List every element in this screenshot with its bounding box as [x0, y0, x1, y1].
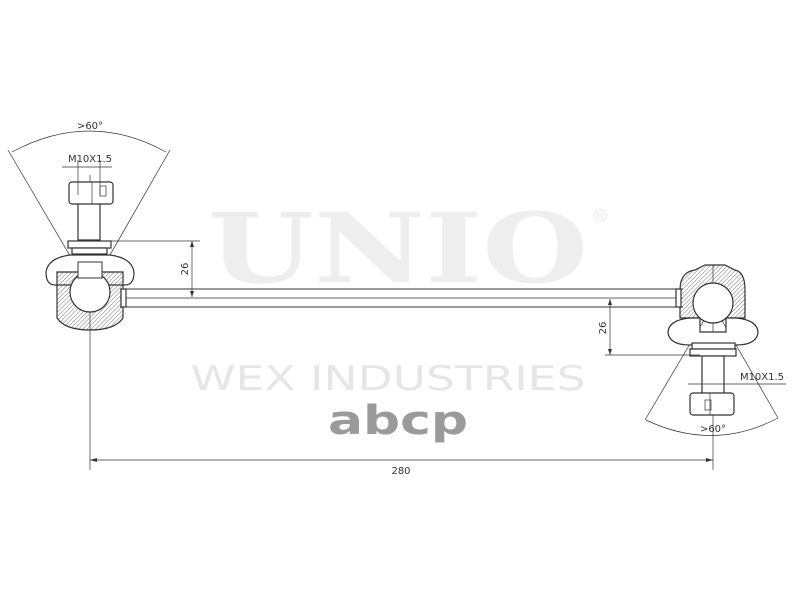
right-height-dim: 26 — [598, 322, 609, 335]
right-thread-label: M10X1.5 — [740, 372, 784, 383]
watermark: UNIO ® WEX INDUSTRIES abcp — [191, 192, 610, 444]
right-ball-joint: M10X1.5 >60° 26 — [598, 264, 786, 470]
overall-length-label: 280 — [391, 466, 410, 477]
left-thread-label: M10X1.5 — [68, 154, 112, 165]
watermark-site-logo: abcp — [328, 398, 468, 444]
left-height-dim: 26 — [180, 263, 191, 276]
left-ball-joint: M10X1.5 >60° 26 — [7, 121, 200, 470]
left-angle-label: >60° — [77, 121, 103, 132]
watermark-subtitle: WEX INDUSTRIES — [191, 359, 586, 399]
watermark-brand: UNIO — [208, 192, 588, 305]
right-angle-label: >60° — [700, 424, 726, 435]
watermark-registered: ® — [591, 206, 609, 227]
link-rod — [120, 288, 683, 308]
overall-length-dimension: 280 — [90, 458, 713, 477]
